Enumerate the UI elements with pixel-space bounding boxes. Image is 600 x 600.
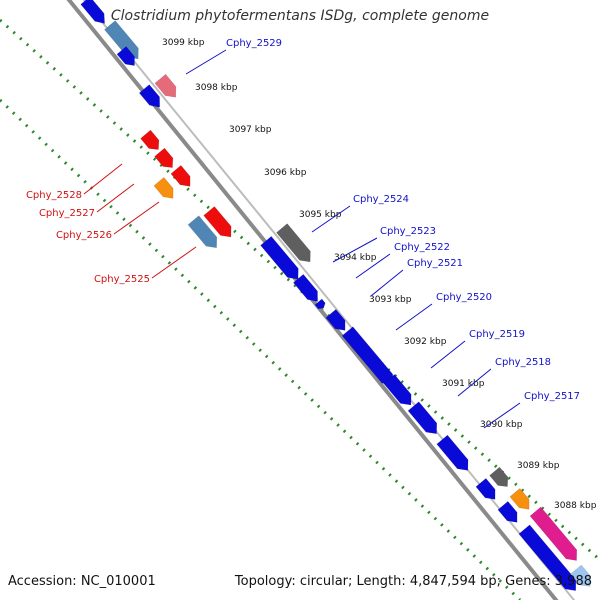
gene-arrow (518, 524, 577, 591)
label-leader-line (332, 237, 378, 263)
gene-arrow (383, 374, 412, 406)
gene-arrow (292, 273, 318, 302)
label-leader-line (395, 303, 433, 331)
gene-arrow (407, 401, 438, 435)
ruler-label: 3091 kbp (442, 379, 485, 389)
gene-arrow (489, 466, 509, 487)
label-leaders (83, 49, 521, 429)
gene-arrow (154, 73, 177, 98)
ruler-label: 3099 kbp (162, 38, 205, 48)
genome-title: Clostridium phytofermentans ISDg, comple… (110, 8, 490, 24)
gc-content-track (0, 18, 600, 600)
label-leader-line (311, 205, 351, 233)
label-leader-line (430, 340, 466, 369)
label-leader-line (185, 49, 227, 75)
gene-arrow (80, 0, 105, 24)
label-leader-line (370, 269, 404, 297)
gene-arrow (497, 500, 518, 523)
ruler-label: 3093 kbp (369, 295, 412, 305)
gene-arrow (314, 298, 326, 310)
gene-features (80, 0, 591, 591)
gene-label: Cphy_2522 (394, 242, 450, 253)
label-leader-line (457, 368, 492, 397)
label-leader-line (483, 402, 521, 429)
gene-label: Cphy_2519 (469, 329, 525, 340)
gene-label: Cphy_2517 (524, 391, 580, 402)
label-leader-line (355, 253, 391, 279)
gene-arrow (154, 147, 174, 168)
gene-arrow (116, 46, 135, 67)
gene-labels: Cphy_2529Cphy_2524Cphy_2523Cphy_2522Cphy… (26, 38, 580, 402)
gene-label: Cphy_2527 (39, 208, 95, 219)
gene-label: Cphy_2523 (380, 226, 436, 237)
gene-arrow (276, 223, 311, 263)
gene-arrow (187, 215, 218, 249)
gene-arrow (138, 84, 161, 108)
ruler-label: 3090 kbp (480, 420, 523, 430)
kbp-ruler: 3099 kbp 3098 kbp 3097 kbp 3096 kbp 3095 kbp… (162, 38, 597, 511)
gene-arrow (140, 129, 160, 150)
ruler-label: 3092 kbp (404, 337, 447, 347)
backbone-strand (82, 0, 576, 600)
gene-arrow (475, 477, 496, 500)
gene-label: Cphy_2525 (94, 274, 150, 285)
ruler-label: 3097 kbp (229, 125, 272, 135)
gene-arrow (153, 176, 174, 199)
gene-label: Cphy_2524 (353, 194, 409, 205)
gene-arrow (170, 164, 191, 187)
ruler-label: 3095 kbp (299, 210, 342, 220)
ruler-label: 3096 kbp (264, 168, 307, 178)
gene-arrow (436, 434, 469, 471)
gene-label: Cphy_2526 (56, 230, 112, 241)
label-leader-line (96, 183, 135, 213)
gene-arrow (203, 206, 232, 238)
ruler-label: 3094 kbp (334, 253, 377, 263)
gene-arrow (325, 308, 346, 331)
ruler-label: 3089 kbp (517, 461, 560, 471)
gene-arrow (570, 564, 591, 587)
ruler-label: 3088 kbp (554, 501, 597, 511)
accession-text: Accession: NC_010001 (8, 574, 156, 589)
genome-summary: Topology: circular; Length: 4,847,594 bp… (234, 574, 592, 589)
gene-arrow (529, 506, 578, 561)
ruler-label: 3098 kbp (195, 83, 238, 93)
gene-label: Cphy_2529 (226, 38, 282, 49)
gene-label: Cphy_2528 (26, 190, 82, 201)
gene-arrow (260, 235, 299, 280)
gene-label: Cphy_2521 (407, 258, 463, 269)
gene-label: Cphy_2520 (436, 292, 492, 303)
gene-arrow (509, 487, 530, 510)
gene-label: Cphy_2518 (495, 357, 551, 368)
gc-line-inner (0, 98, 522, 600)
label-leader-line (151, 246, 197, 279)
label-leader-line (83, 163, 123, 195)
label-leader-line (113, 201, 160, 235)
